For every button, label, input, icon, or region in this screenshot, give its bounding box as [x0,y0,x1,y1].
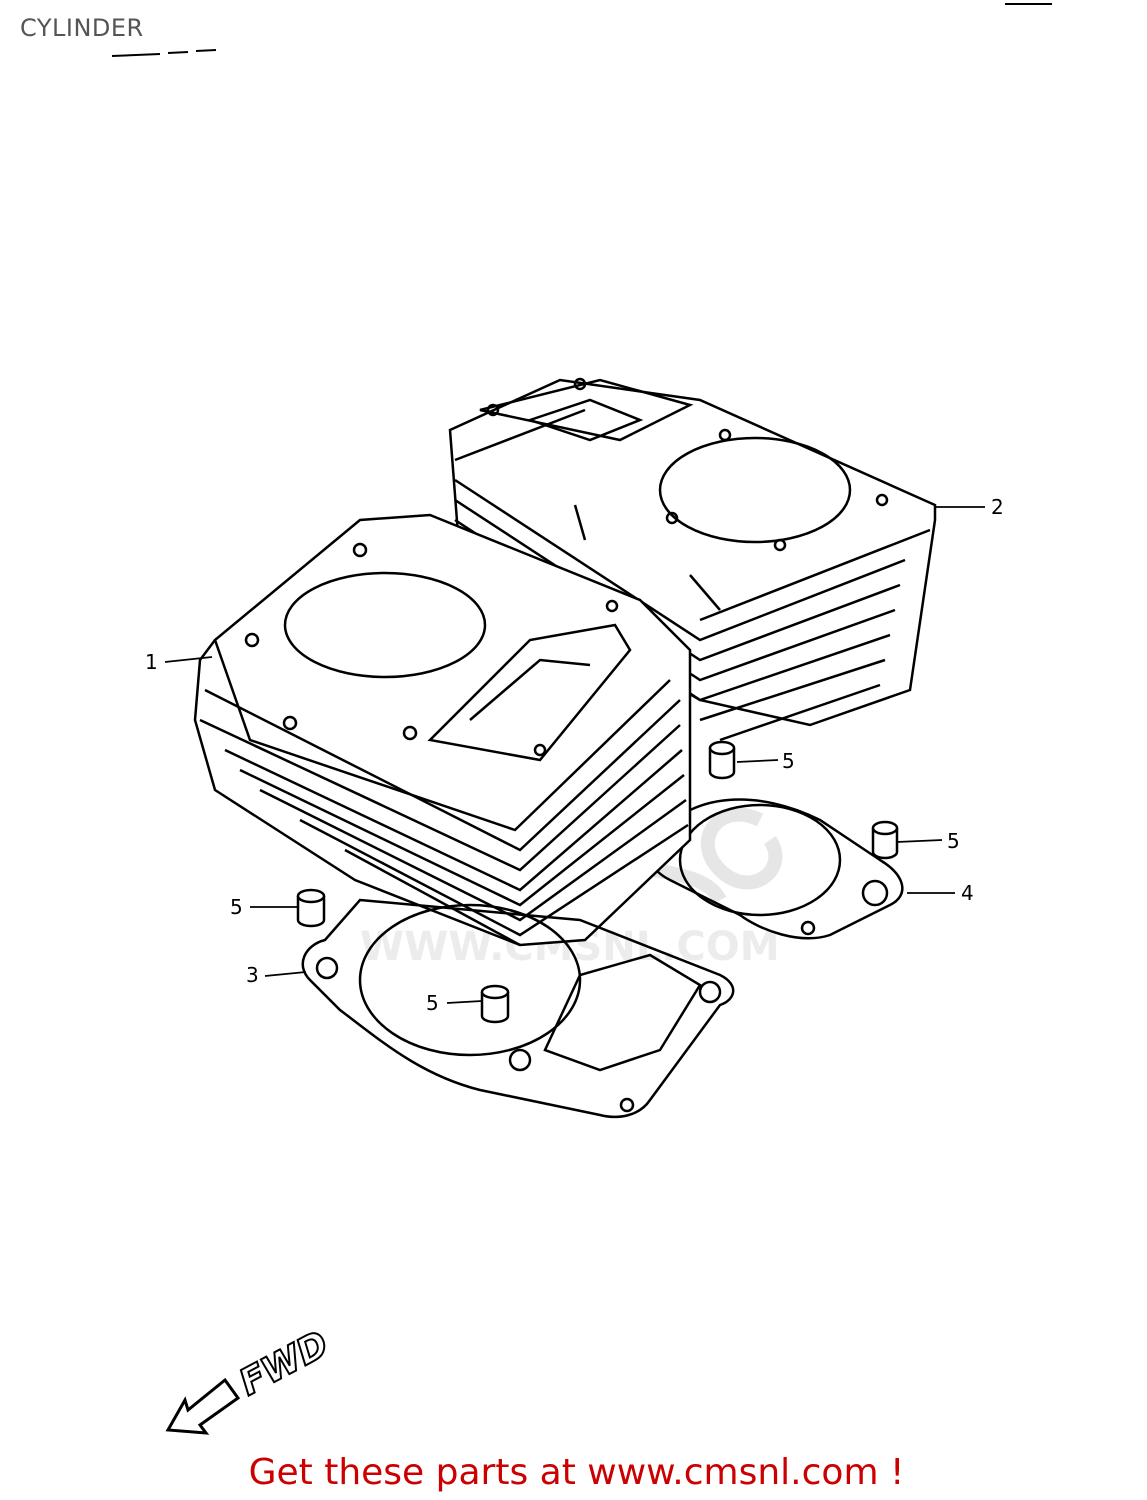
gasket-front [301,898,735,1119]
callout-5: 5 [230,895,243,919]
scan-marks [111,3,1052,57]
callout-5: 5 [782,749,795,773]
forward-direction-label: FWD [233,1324,335,1404]
callout-1: 1 [145,650,158,674]
callout-2: 2 [991,495,1004,519]
forward-arrow-icon [165,1377,241,1435]
dowel-pin [480,984,510,1024]
leader-lines [164,506,985,1004]
callout-4: 4 [961,881,974,905]
callout-5: 5 [947,829,960,853]
dowel-pin [708,740,736,780]
callout-3: 3 [246,963,259,987]
dowel-pin [296,888,326,928]
front-cylinder [193,513,692,947]
gasket-rear [648,798,904,940]
dowel-pin [871,820,899,860]
promo-link[interactable]: Get these parts at www.cmsnl.com ! [248,1452,905,1493]
page-title: CYLINDER [20,14,144,42]
callout-5: 5 [426,991,439,1015]
